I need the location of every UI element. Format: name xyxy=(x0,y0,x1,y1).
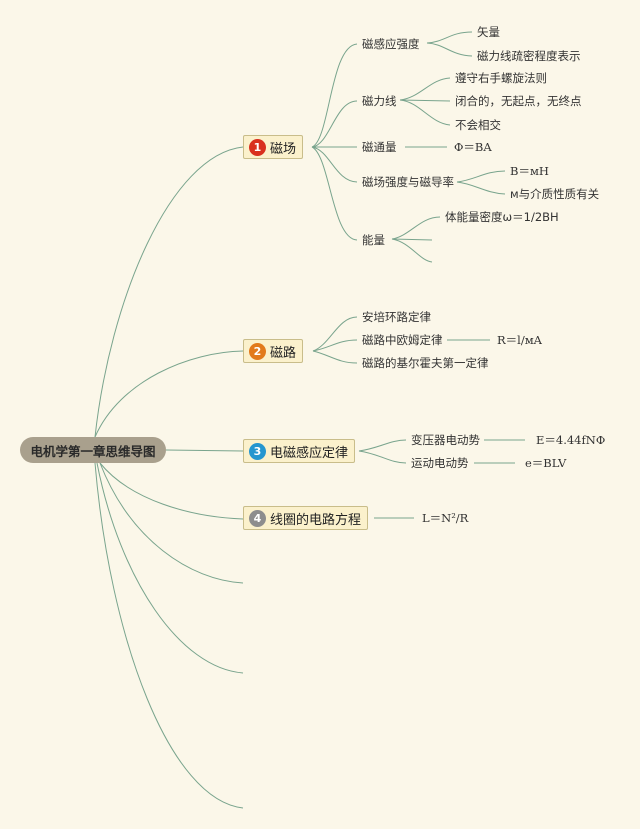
link-root-empty3 xyxy=(94,462,244,809)
number-badge-icon: 1 xyxy=(249,138,266,156)
node-ampere-law[interactable]: 安培环路定律 xyxy=(362,310,431,324)
node-kirchhoff[interactable]: 磁路的基尔霍夫第一定律 xyxy=(362,356,489,370)
node-right-hand-rule[interactable]: 遵守右手螺旋法则 xyxy=(455,71,547,85)
formula-b-mh[interactable]: B＝мH xyxy=(510,164,549,178)
topic-induction-law[interactable]: 3 电磁感应定律 xyxy=(243,439,356,463)
node-energy-density[interactable]: 体能量密度ω＝1/2BH xyxy=(445,210,559,224)
root-node[interactable]: 电机学第一章思维导图 xyxy=(20,437,166,463)
node-medium-property[interactable]: м与介质性质有关 xyxy=(510,187,600,201)
link-root-topic1 xyxy=(94,146,244,438)
root-title: 电机学第一章思维导图 xyxy=(30,443,156,459)
node-intensity-permeability[interactable]: 磁场强度与磁导率 xyxy=(362,175,454,189)
number-badge-icon: 4 xyxy=(249,509,266,527)
node-ohm-law[interactable]: 磁路中欧姆定律 xyxy=(362,333,443,347)
topic-magnetic-field[interactable]: 1 磁场 xyxy=(243,135,304,159)
formula-inductance[interactable]: L＝N²/R xyxy=(422,511,469,525)
node-motional-emf[interactable]: 运动电动势 xyxy=(411,456,469,470)
topic-label: 电磁感应定律 xyxy=(270,445,349,461)
topic-label: 磁场 xyxy=(270,141,297,157)
node-field-lines[interactable]: 磁力线 xyxy=(362,94,397,108)
link-root-topic3 xyxy=(165,449,244,452)
link-root-topic4 xyxy=(99,462,244,520)
node-no-intersect[interactable]: 不会相交 xyxy=(455,118,501,132)
number-badge-icon: 3 xyxy=(249,442,266,460)
formula-motional-emf[interactable]: e＝BLV xyxy=(525,456,567,470)
topic-label: 磁路 xyxy=(270,345,297,361)
node-energy[interactable]: 能量 xyxy=(362,233,385,247)
node-vector[interactable]: 矢量 xyxy=(477,25,500,39)
number-badge-icon: 2 xyxy=(249,342,266,360)
link-root-topic2 xyxy=(94,350,244,438)
link-t1-field-lines xyxy=(311,100,358,148)
link-t1-flux-density xyxy=(311,43,358,148)
topic-magnetic-circuit[interactable]: 2 磁路 xyxy=(243,339,304,363)
topic-label: 线圈的电路方程 xyxy=(270,512,362,528)
link-t1-energy xyxy=(311,146,358,241)
node-closed-loop[interactable]: 闭合的，无起点，无终点 xyxy=(455,94,582,108)
node-transformer-emf[interactable]: 变压器电动势 xyxy=(411,433,480,447)
node-flux-density[interactable]: 磁感应强度 xyxy=(362,37,420,51)
link-t1-intensity xyxy=(311,146,358,183)
node-flux[interactable]: 磁通量 xyxy=(362,140,397,154)
link-root-empty2 xyxy=(96,462,244,674)
node-line-density[interactable]: 磁力线疏密程度表示 xyxy=(477,49,581,63)
formula-transformer-emf[interactable]: E＝4.44fNΦ xyxy=(536,433,606,447)
formula-reluctance[interactable]: R＝l/мA xyxy=(497,333,542,347)
topic-coil-equation[interactable]: 4 线圈的电路方程 xyxy=(243,506,369,530)
link-root-empty1 xyxy=(99,462,244,584)
formula-flux[interactable]: Φ＝BA xyxy=(454,140,492,154)
